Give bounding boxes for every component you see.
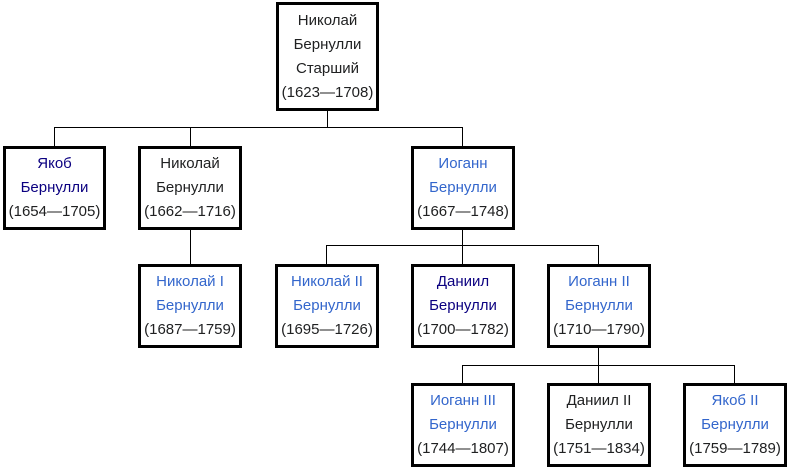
person-years: (1759—1789): [689, 440, 781, 457]
person-name[interactable]: Якоб II: [711, 392, 759, 409]
person-years: (1710—1790): [553, 321, 645, 338]
person-surname: Старший: [295, 59, 359, 77]
connector: [598, 245, 599, 264]
connector: [598, 347, 599, 365]
connector: [734, 365, 735, 383]
person-name[interactable]: Николай II: [291, 273, 363, 290]
connector: [54, 127, 55, 146]
person-name[interactable]: Даниил: [436, 273, 490, 290]
connector: [327, 110, 328, 127]
person-years: (1654—1705): [8, 203, 101, 220]
person-name[interactable]: Николай I: [156, 273, 224, 290]
person-surname: Бернулли: [156, 179, 224, 196]
connector: [326, 245, 599, 246]
person-years: (1667—1748): [417, 203, 509, 220]
person-name[interactable]: Иоганн II: [568, 273, 630, 290]
connector: [190, 127, 191, 146]
connector: [190, 229, 191, 264]
person-surname[interactable]: Бернулли: [565, 297, 633, 314]
person-name: Николай: [160, 155, 220, 172]
person-surname[interactable]: Бернулли: [429, 297, 497, 314]
person-years: (1700—1782): [417, 321, 509, 338]
connector: [598, 365, 599, 383]
person-surname[interactable]: Бернулли: [429, 416, 497, 433]
person-surname[interactable]: Бернулли: [20, 179, 89, 196]
person-name[interactable]: Иоганн: [438, 155, 488, 172]
person-surname[interactable]: Бернулли: [429, 179, 497, 196]
person-surname[interactable]: Бернулли: [156, 297, 224, 314]
person-years: (1751—1834): [553, 440, 645, 457]
person-name: Даниил II: [566, 392, 632, 409]
person-name[interactable]: Иоганн III: [430, 392, 496, 409]
person-box[interactable]: Якоб II Бернулли (1759—1789): [683, 383, 787, 467]
person-box[interactable]: Николай II Бернулли (1695—1726): [275, 264, 379, 348]
person-years: (1687—1759): [144, 321, 236, 338]
connector: [462, 365, 463, 383]
person-box[interactable]: Даниил II Бернулли (1751—1834): [547, 383, 651, 467]
person-years: (1662—1716): [144, 203, 236, 220]
connector: [326, 245, 327, 264]
connector: [462, 229, 463, 264]
person-box[interactable]: Иоганн II Бернулли (1710—1790): [547, 264, 651, 348]
person-name[interactable]: Якоб: [37, 155, 72, 172]
person-surname[interactable]: Бернулли: [293, 297, 361, 314]
person-years: (1695—1726): [281, 321, 373, 338]
person-box[interactable]: Николай I Бернулли (1687—1759): [138, 264, 242, 348]
person-years: (1623—1708): [281, 83, 374, 101]
person-years: (1744—1807): [417, 440, 509, 457]
person-surname: Бернулли: [565, 416, 633, 433]
person-surname[interactable]: Бернулли: [701, 416, 769, 433]
person-box[interactable]: Иоганн III Бернулли (1744—1807): [411, 383, 515, 467]
connector: [462, 127, 463, 146]
person-surname: Бернулли: [293, 35, 362, 53]
connector: [54, 127, 463, 128]
person-name: Николай: [297, 11, 358, 29]
